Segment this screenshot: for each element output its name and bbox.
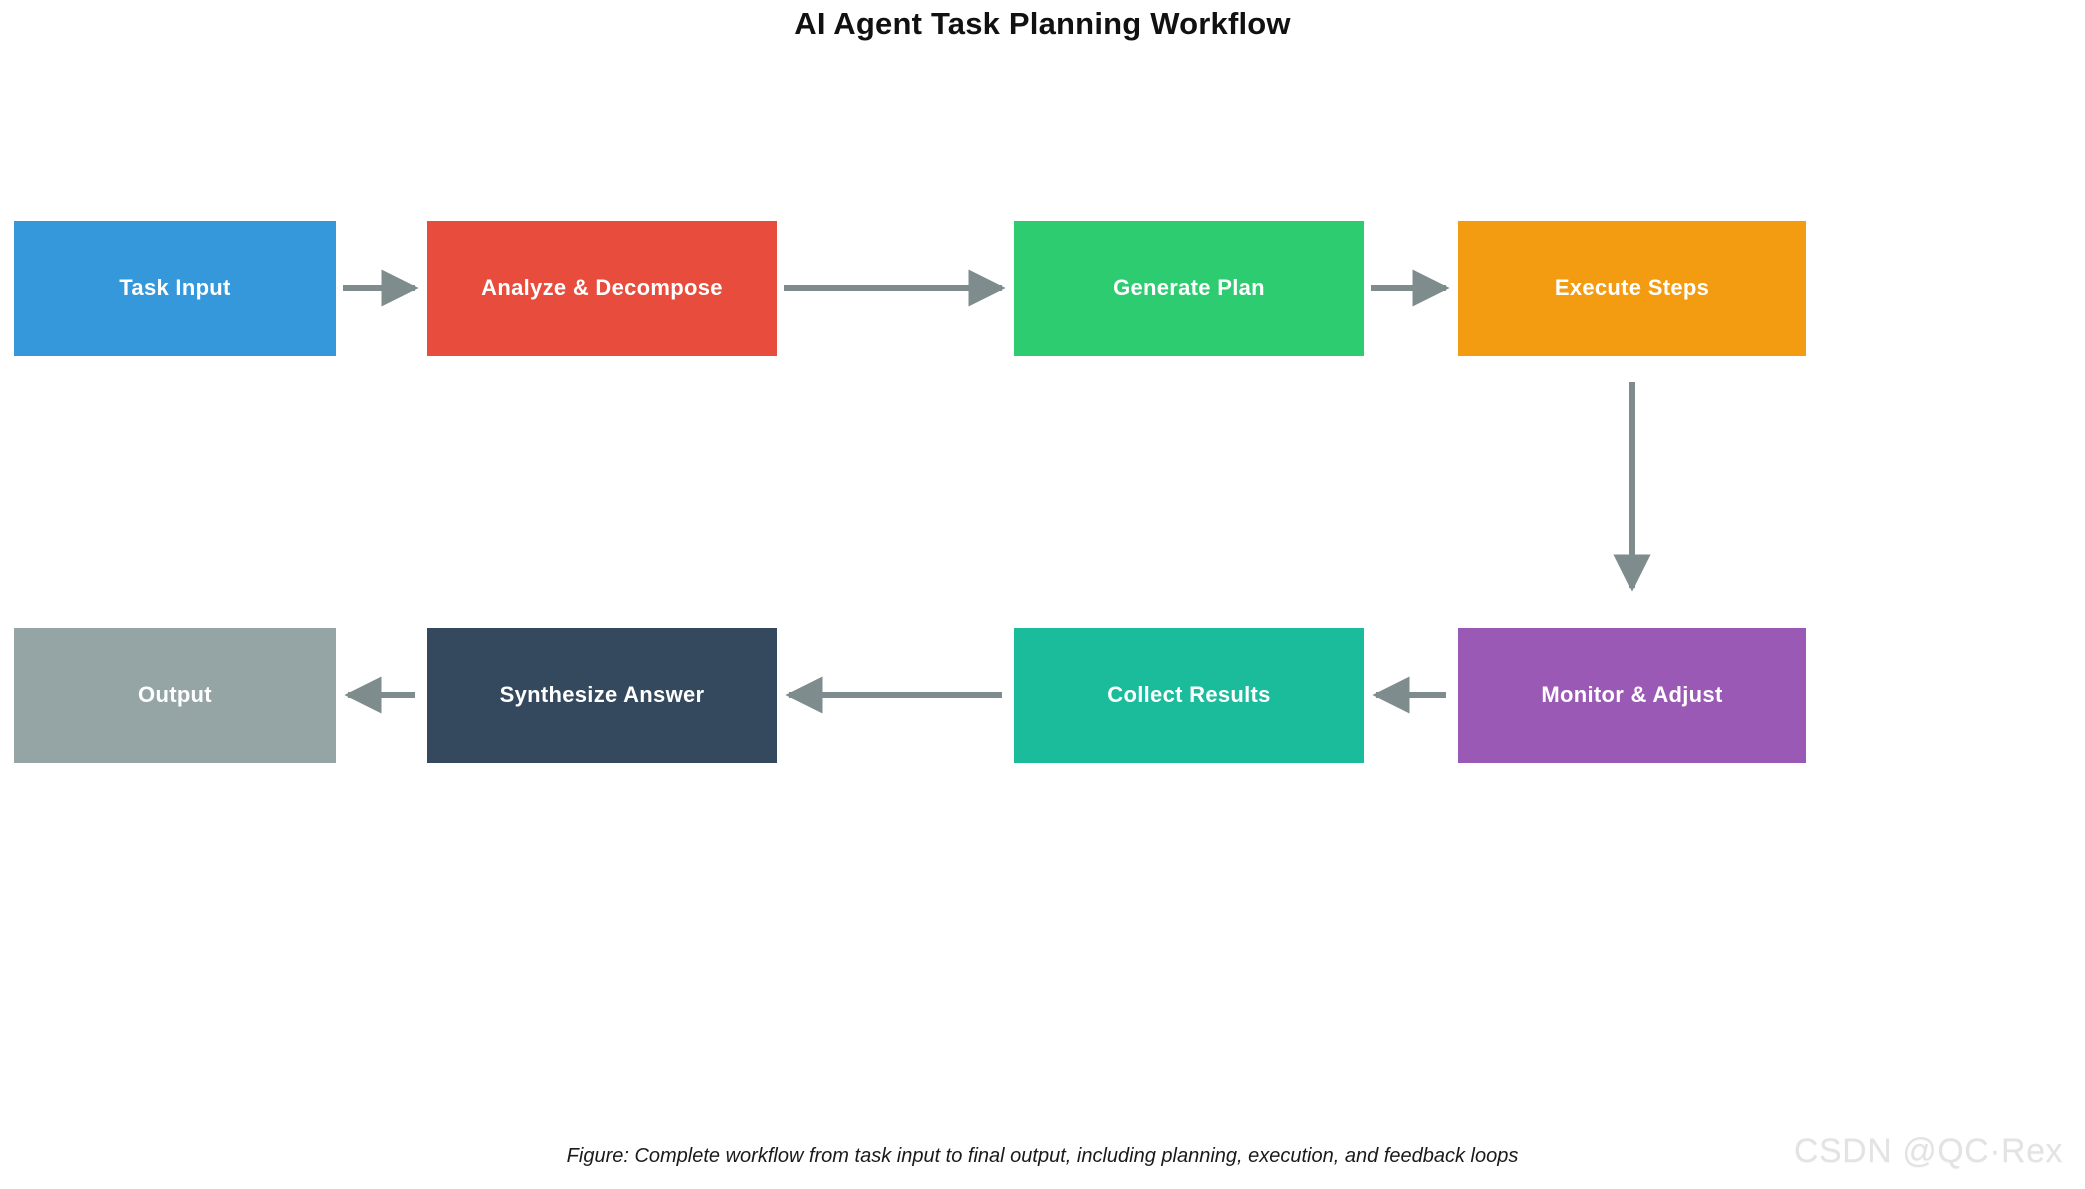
node-execute-steps[interactable]: Execute Steps [1458, 221, 1806, 356]
node-label: Synthesize Answer [499, 682, 705, 708]
node-collect-results[interactable]: Collect Results [1014, 628, 1364, 763]
node-label: Collect Results [1107, 682, 1271, 708]
node-generate-plan[interactable]: Generate Plan [1014, 221, 1364, 356]
node-label: Monitor & Adjust [1541, 682, 1723, 708]
node-monitor-adjust[interactable]: Monitor & Adjust [1458, 628, 1806, 763]
node-label: Task Input [119, 275, 231, 301]
node-label: Output [138, 682, 212, 708]
node-label: Analyze & Decompose [481, 275, 723, 301]
node-output[interactable]: Output [14, 628, 336, 763]
node-synthesize-answer[interactable]: Synthesize Answer [427, 628, 777, 763]
node-analyze-decompose[interactable]: Analyze & Decompose [427, 221, 777, 356]
node-label: Execute Steps [1554, 275, 1710, 301]
node-label: Generate Plan [1113, 275, 1265, 301]
figure-caption: Figure: Complete workflow from task inpu… [566, 1145, 1519, 1167]
page-title: AI Agent Task Planning Workflow [794, 6, 1291, 41]
node-task-input[interactable]: Task Input [14, 221, 336, 356]
watermark: CSDN @QC·Rex [1793, 1132, 2063, 1170]
